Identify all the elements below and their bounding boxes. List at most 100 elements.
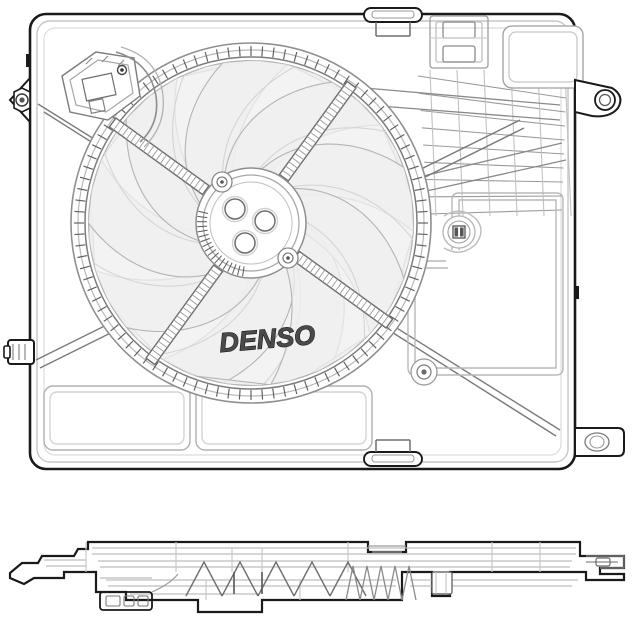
fan-spoke-hatch: [113, 120, 121, 131]
right-panel-rib-v: [456, 69, 464, 217]
fan-spoke-hatch: [185, 302, 196, 310]
fan-spoke-hatch: [343, 288, 351, 298]
hub-hatch-tick: [198, 233, 209, 238]
fan-ring-tick: [92, 296, 102, 302]
hub-hatch-tick: [197, 229, 208, 233]
fan-ring-tick: [314, 377, 320, 387]
fan-ring-tick: [416, 244, 427, 247]
section-fin: [221, 560, 259, 597]
right-panel-rib: [419, 92, 566, 113]
hub-hatch-tick: [237, 265, 241, 276]
fan-ring-tick: [417, 210, 428, 213]
fan-blade-rib: [155, 275, 263, 356]
fan-spoke-hatch: [322, 114, 332, 123]
fan-ring-tick: [283, 49, 287, 60]
right-panel-rib: [425, 178, 564, 183]
fan-spoke-hatch: [288, 161, 298, 169]
mount-left-lower-connector: [3, 339, 35, 365]
fan-spoke-hatch: [185, 173, 193, 183]
fan-ring-tick: [215, 386, 219, 397]
section-stiffeners: [85, 542, 541, 600]
fan-spoke-hatch: [294, 152, 304, 161]
hub-hatch-tick: [207, 249, 217, 256]
upper-right-recess-panel: [502, 25, 584, 89]
fan-spoke-hatch: [210, 268, 220, 277]
fan-hub-hole: [254, 210, 276, 232]
fan-spoke-hatch: [305, 260, 313, 270]
mount-right-eye: [574, 78, 622, 118]
fan-spoke-hatch: [164, 157, 172, 168]
fan-ring-tick: [87, 154, 97, 160]
fan-ring-tick: [227, 388, 230, 399]
fan-spoke-hatch: [309, 131, 320, 139]
section-bellow: [345, 565, 361, 601]
fan-spoke-hatch: [303, 140, 314, 148]
fan-spoke-hatch: [356, 297, 364, 307]
fan-ring-tick: [261, 389, 264, 400]
fan-ring-tick: [395, 134, 405, 140]
fan-ring-tick: [368, 97, 377, 106]
fan-ring-tick: [162, 367, 168, 377]
fan-spoke-hatch: [313, 127, 323, 135]
right-panel-rib: [424, 161, 564, 169]
fan-ring-tick: [193, 380, 198, 391]
fan-spoke-hatch: [117, 123, 125, 134]
fan-ring-tick: [343, 75, 350, 85]
fan-spoke-hatch: [189, 176, 197, 186]
fan-spoke-hatch: [306, 136, 317, 144]
fan-spoke-hatch: [164, 332, 174, 340]
fan-ring-tick: [395, 306, 405, 312]
fan-spoke-hatch: [343, 85, 354, 93]
fan-hub-holes: [221, 195, 279, 257]
fan-spoke-hatch: [151, 349, 162, 357]
fan-ring-tick: [408, 276, 419, 281]
fan-ring-tick: [83, 276, 94, 281]
fan-blade-rib: [172, 74, 201, 207]
fan-spoke-hatch: [138, 139, 146, 149]
hub-hatch-detail: [196, 210, 245, 277]
fan-ring-tick: [162, 69, 168, 79]
fan-spoke-hatch: [300, 144, 311, 152]
shroud-frame-inner-edge: [36, 20, 569, 463]
fan-spoke-hatch: [337, 93, 347, 101]
lower-right-boss: [410, 358, 438, 386]
fan-ring-tick: [414, 187, 425, 191]
hub-hatch-tick: [242, 266, 245, 277]
fan-ring-tick: [412, 265, 423, 270]
fan-ring-tick: [272, 47, 275, 58]
frame-right-nub: [574, 286, 579, 299]
hub-hatch-tick: [210, 252, 219, 260]
fan-spoke-hatch: [207, 273, 217, 281]
fan-spoke-hatch: [319, 119, 329, 127]
fan-ring-tick: [75, 244, 86, 247]
section-fin: [293, 560, 331, 597]
fan-spoke-hatch: [194, 290, 205, 298]
fan-spoke-hatch: [173, 319, 183, 327]
hub-hatch-tick: [197, 215, 208, 219]
fan-ring-tick: [272, 388, 275, 399]
fan-blade-rib: [103, 151, 202, 244]
right-panel-rib-v: [564, 69, 572, 217]
fan-hub-hole: [234, 232, 256, 254]
fan-ring-tick: [314, 59, 320, 69]
fan-ring-tick: [417, 233, 428, 236]
fan-spoke-hatch: [330, 278, 338, 289]
fan-ring-tick: [172, 372, 178, 382]
fan-ring-tick: [352, 355, 360, 364]
fan-ring-tick: [293, 51, 298, 62]
fan-ring-tick: [400, 296, 410, 302]
fan-ring-tick: [133, 348, 142, 357]
fan-spoke-hatch: [193, 179, 201, 189]
fan-spoke-hatch: [182, 307, 193, 315]
fan-blade-rib: [221, 65, 296, 178]
fan-spoke-hatch: [368, 306, 377, 316]
right-panel-rib-v: [510, 69, 518, 217]
fan-spoke-hatch: [331, 102, 341, 110]
fan-ring-tick: [360, 348, 369, 357]
fan-spoke-hatch: [142, 142, 151, 152]
fan-ring-tick: [204, 51, 209, 62]
fan-ring-tick: [304, 55, 309, 66]
fan-hub: [195, 167, 307, 279]
fan-ring-tick: [324, 372, 330, 382]
